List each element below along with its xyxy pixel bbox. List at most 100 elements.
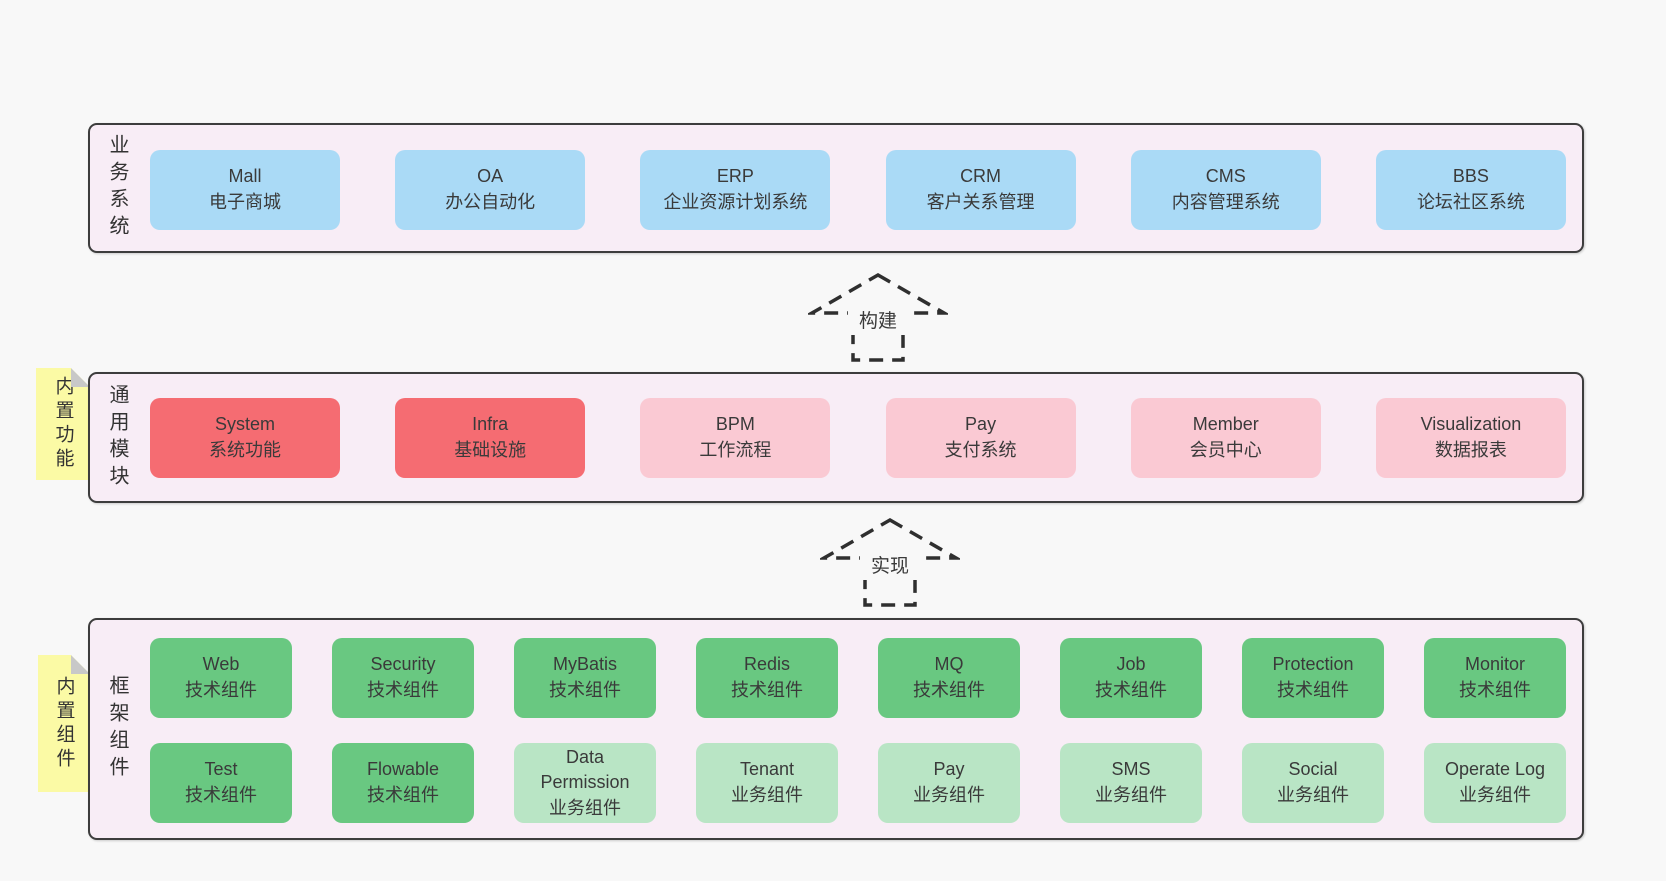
box-erp: ERP 企业资源计划系统 xyxy=(640,150,831,230)
box-job: Job 技术组件 xyxy=(1060,638,1202,718)
box-title: Tenant xyxy=(739,759,795,780)
box-subtitle: 业务组件 xyxy=(1095,785,1167,805)
box-title: Pay xyxy=(965,414,997,435)
box-crm: CRM 客户关系管理 xyxy=(885,150,1076,230)
box-tenant: Tenant 业务组件 xyxy=(696,743,838,823)
box-bpm: BPM 工作流程 xyxy=(640,398,831,478)
box-title: System xyxy=(214,414,275,435)
box-title: Web xyxy=(202,654,240,675)
panel-label-business-systems: 业务系统 xyxy=(106,134,128,242)
box-subtitle: 技术组件 xyxy=(549,680,621,700)
box-protection: Protection 技术组件 xyxy=(1242,638,1384,718)
box-subtitle: 办公自动化 xyxy=(445,192,536,212)
box-title: Pay xyxy=(933,759,965,780)
box-title: CRM xyxy=(960,166,1002,187)
box-system: System 系统功能 xyxy=(150,398,340,478)
box-title: MQ xyxy=(934,654,964,675)
box-subtitle: 会员中心 xyxy=(1189,440,1262,460)
box-subtitle: 企业资源计划系统 xyxy=(663,192,808,212)
box-operate-log: Operate Log 业务组件 xyxy=(1424,743,1566,823)
box-title: Protection xyxy=(1272,654,1354,675)
box-subtitle: 技术组件 xyxy=(731,680,803,700)
box-subtitle: 客户关系管理 xyxy=(926,192,1035,212)
common-modules-row: System 系统功能 Infra 基础设施 BPM 工作流程 Pay 支付系统… xyxy=(150,398,1566,478)
panel-label-framework-components: 框架组件 xyxy=(106,675,128,783)
box-title: SMS xyxy=(1111,759,1151,780)
box-subtitle: 电子商城 xyxy=(209,192,281,212)
box-title: Security xyxy=(370,654,436,675)
box-subtitle: 论坛社区系统 xyxy=(1416,192,1525,212)
implement-arrow-label: 实现 xyxy=(871,555,909,577)
sticky-note-label: 内置组件 xyxy=(53,675,75,772)
box-subtitle: 业务组件 xyxy=(549,797,621,818)
box-title: Monitor xyxy=(1464,654,1526,675)
common-modules-panel: 通用模块 System 系统功能 Infra 基础设施 BPM 工作流程 Pay… xyxy=(88,372,1584,503)
box-data-permission: Data Permission 业务组件 xyxy=(514,743,656,823)
box-member: Member 会员中心 xyxy=(1130,398,1321,478)
box-title: Test xyxy=(204,759,238,780)
box-title: Infra xyxy=(472,414,509,435)
sticky-note-built-in-features: 内置功能 xyxy=(36,368,90,480)
box-mall: Mall 电子商城 xyxy=(150,150,340,230)
box-title: Redis xyxy=(743,654,791,675)
box-subtitle: 技术组件 xyxy=(1459,680,1531,700)
panel-label-common-modules: 通用模块 xyxy=(106,383,128,492)
framework-components-panel: 框架组件 Web 技术组件 Security 技术组件 MyBatis 技术组件… xyxy=(88,618,1584,840)
box-subtitle: 业务组件 xyxy=(731,785,803,805)
box-oa: OA 办公自动化 xyxy=(395,150,586,230)
box-bbs: BBS 论坛社区系统 xyxy=(1375,150,1566,230)
box-security: Security 技术组件 xyxy=(332,638,474,718)
box-cms: CMS 内容管理系统 xyxy=(1130,150,1321,230)
box-subtitle: 系统功能 xyxy=(209,440,281,460)
box-sms: SMS 业务组件 xyxy=(1060,743,1202,823)
box-title: Flowable xyxy=(366,759,440,780)
box-subtitle: 技术组件 xyxy=(1095,680,1167,700)
box-subtitle: 业务组件 xyxy=(913,785,985,805)
box-title: BBS xyxy=(1452,166,1489,187)
framework-components-row-2: Test 技术组件 Flowable 技术组件 Data Permission … xyxy=(150,743,1566,823)
build-arrow: 构建 xyxy=(805,272,951,364)
box-mybatis: MyBatis 技术组件 xyxy=(514,638,656,718)
box-subtitle: 技术组件 xyxy=(185,785,257,805)
box-title: Job xyxy=(1116,654,1146,675)
framework-components-row-1: Web 技术组件 Security 技术组件 MyBatis 技术组件 Redi… xyxy=(150,638,1566,718)
up-arrow-icon: 构建 xyxy=(805,272,951,362)
business-systems-panel: 业务系统 Mall 电子商城 OA 办公自动化 ERP 企业资源计划系统 CRM… xyxy=(88,123,1584,253)
build-arrow-label: 构建 xyxy=(859,310,897,332)
box-title: Mall xyxy=(228,166,262,187)
box-subtitle: 技术组件 xyxy=(367,785,439,805)
box-social: Social 业务组件 xyxy=(1242,743,1384,823)
box-test: Test 技术组件 xyxy=(150,743,292,823)
box-title: CMS xyxy=(1205,166,1246,187)
box-monitor: Monitor 技术组件 xyxy=(1424,638,1566,718)
up-arrow-icon: 实现 xyxy=(817,517,963,607)
box-title: Social xyxy=(1288,759,1338,780)
box-web: Web 技术组件 xyxy=(150,638,292,718)
box-visualization: Visualization 数据报表 xyxy=(1375,398,1566,478)
box-subtitle: 技术组件 xyxy=(185,680,257,700)
box-title: ERP xyxy=(716,166,754,187)
box-title: BPM xyxy=(715,414,755,435)
box-subtitle: 技术组件 xyxy=(367,680,439,700)
box-infra: Infra 基础设施 xyxy=(395,398,586,478)
box-pay-system: Pay 支付系统 xyxy=(885,398,1076,478)
box-subtitle: 工作流程 xyxy=(699,440,772,460)
box-subtitle: 支付系统 xyxy=(944,440,1017,460)
box-pay-component: Pay 业务组件 xyxy=(878,743,1020,823)
box-subtitle: 内容管理系统 xyxy=(1171,192,1280,212)
box-subtitle: 数据报表 xyxy=(1434,440,1507,460)
box-title: MyBatis xyxy=(552,654,617,675)
box-title: Member xyxy=(1192,414,1259,435)
box-subtitle: 技术组件 xyxy=(913,680,985,700)
box-title: Visualization xyxy=(1420,414,1522,435)
box-redis: Redis 技术组件 xyxy=(696,638,838,718)
implement-arrow: 实现 xyxy=(817,517,963,609)
box-subtitle: 业务组件 xyxy=(1277,785,1349,805)
sticky-note-label: 内置功能 xyxy=(52,376,74,472)
box-title: Data Permission xyxy=(540,746,630,793)
box-subtitle: 基础设施 xyxy=(454,440,527,460)
box-subtitle: 技术组件 xyxy=(1277,680,1349,700)
box-flowable: Flowable 技术组件 xyxy=(332,743,474,823)
box-mq: MQ 技术组件 xyxy=(878,638,1020,718)
